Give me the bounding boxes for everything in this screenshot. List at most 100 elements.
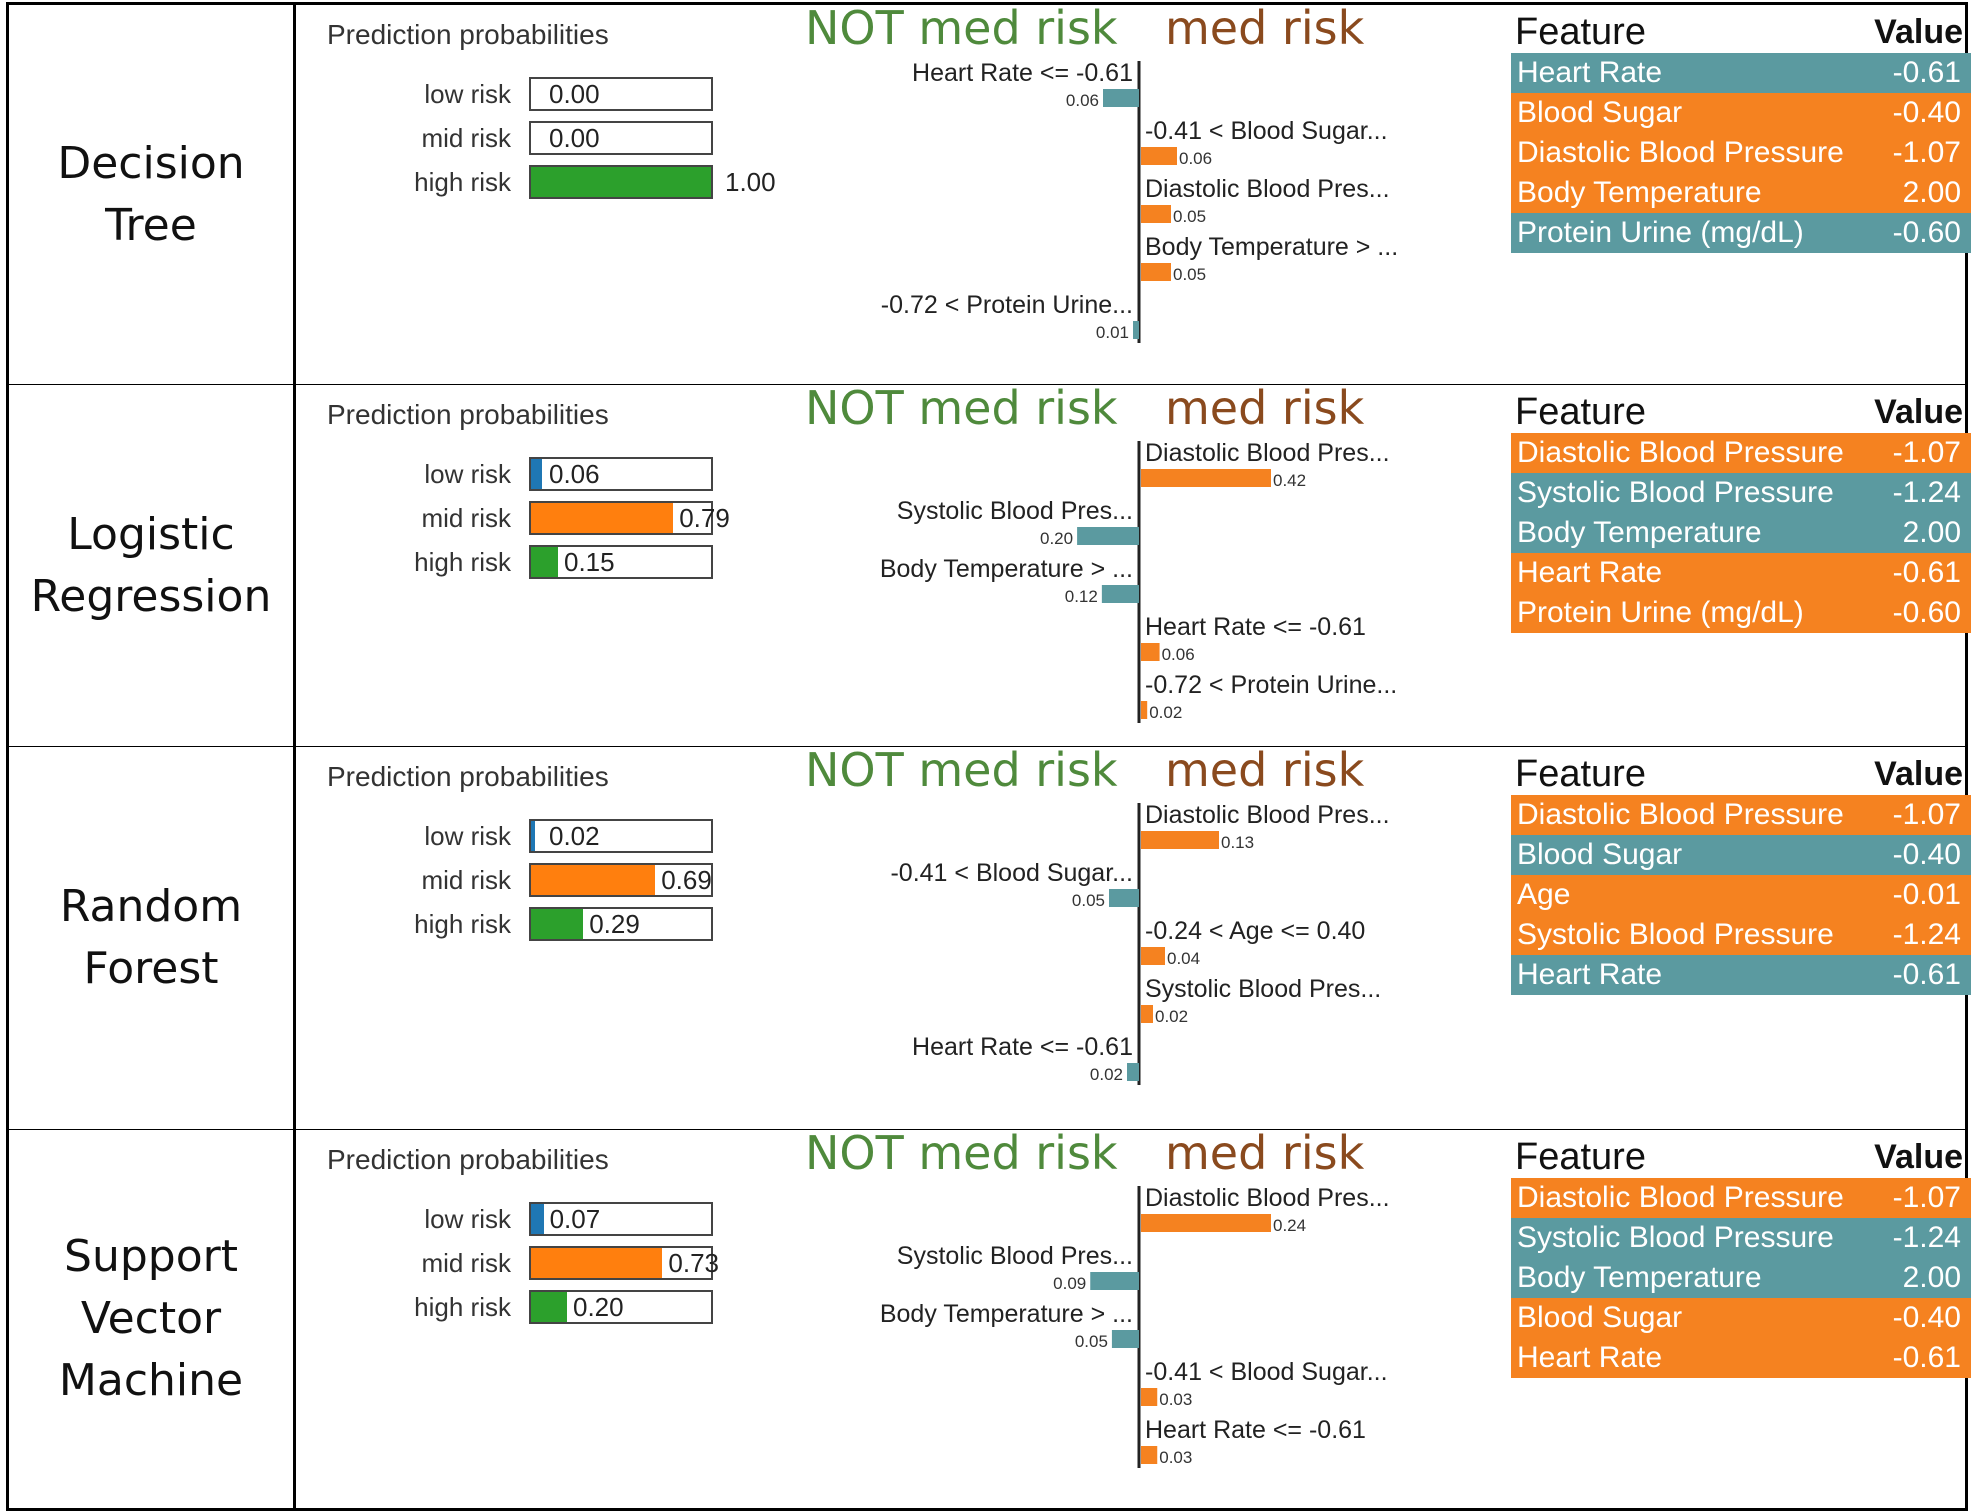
explanation-weight-label: 0.05: [1173, 207, 1206, 226]
explanation-feature-label: Heart Rate <= -0.61: [1145, 613, 1366, 641]
feature-name: Diastolic Blood Pressure: [1517, 136, 1844, 169]
class-label-med-risk: med risk: [1165, 743, 1365, 797]
feature-name: Systolic Blood Pressure: [1517, 1221, 1834, 1254]
explanation-bar: [1141, 701, 1148, 719]
explanation-feature-label: Diastolic Blood Pres...: [1145, 439, 1390, 467]
explanation-bar: [1127, 1063, 1139, 1081]
probability-value: 0.06: [549, 459, 600, 489]
explanation-bar: [1141, 1446, 1158, 1464]
feature-table-row: Blood Sugar-0.40: [1511, 835, 1971, 875]
explanation-feature-label: Heart Rate <= -0.61: [1145, 1416, 1366, 1444]
explanation-feature-label: -0.41 < Blood Sugar...: [890, 859, 1133, 887]
probability-bar: [529, 121, 713, 155]
feature-table-row: Blood Sugar-0.40: [1511, 1298, 1971, 1338]
probability-bar-fill: [531, 909, 584, 939]
explanation-feature-label: Body Temperature > ...: [880, 1300, 1133, 1328]
feature-table-row: Systolic Blood Pressure-1.24: [1511, 473, 1971, 513]
value-column-header: Value: [1874, 13, 1963, 51]
feature-table-row: Protein Urine (mg/dL)-0.60: [1511, 593, 1971, 633]
feature-value: -1.07: [1892, 136, 1961, 169]
explanation-weight-label: 0.05: [1072, 891, 1105, 910]
explanation-bar: [1141, 1214, 1271, 1232]
feature-value: -0.40: [1892, 838, 1961, 871]
feature-value: -0.61: [1892, 56, 1961, 89]
class-label-not-med-risk: NOT med risk: [805, 381, 1118, 435]
prediction-probabilities-title: Prediction probabilities: [327, 19, 609, 50]
feature-name: Protein Urine (mg/dL): [1517, 216, 1804, 249]
probability-bar: [529, 165, 713, 199]
explanation-feature-label: Diastolic Blood Pres...: [1145, 175, 1390, 203]
explanation-feature-label: Systolic Blood Pres...: [1145, 975, 1381, 1003]
probability-class-label: low risk: [424, 79, 511, 109]
feature-name: Diastolic Blood Pressure: [1517, 798, 1844, 831]
probability-bar-fill: [531, 821, 535, 851]
explanation-weight-label: 0.09: [1053, 1274, 1086, 1293]
explanation-feature-label: Systolic Blood Pres...: [897, 1242, 1133, 1270]
feature-table-row: Heart Rate-0.61: [1511, 53, 1971, 93]
feature-name: Blood Sugar: [1517, 96, 1683, 129]
feature-name: Heart Rate: [1517, 556, 1663, 589]
probability-class-label: high risk: [414, 167, 511, 197]
probability-class-label: low risk: [424, 821, 511, 851]
explanation-feature-label: -0.41 < Blood Sugar...: [1145, 1358, 1388, 1386]
explanation-bar: [1109, 889, 1139, 907]
value-column-header: Value: [1874, 755, 1963, 793]
explanation-feature-label: Systolic Blood Pres...: [897, 497, 1133, 525]
feature-value: -0.61: [1892, 1341, 1961, 1374]
explanation-weight-label: 0.12: [1065, 587, 1098, 606]
explanation-feature-label: Heart Rate <= -0.61: [912, 1033, 1133, 1061]
feature-name: Systolic Blood Pressure: [1517, 476, 1834, 509]
explanation-bar: [1141, 947, 1165, 965]
probability-bar-fill: [531, 503, 674, 533]
feature-table-row: Diastolic Blood Pressure-1.07: [1511, 433, 1971, 473]
explanation-bar: [1141, 469, 1271, 487]
prediction-probabilities-title: Prediction probabilities: [327, 761, 609, 792]
class-label-not-med-risk: NOT med risk: [805, 1, 1118, 55]
feature-value: -0.01: [1892, 878, 1961, 911]
lime-explanation-chart: Heart Rate <= -0.610.06-0.41 < Blood Sug…: [881, 59, 1398, 343]
class-label-med-risk: med risk: [1165, 1126, 1365, 1180]
feature-value: -0.61: [1892, 556, 1961, 589]
probability-bar-fill: [531, 1248, 663, 1278]
probability-value: 0.15: [564, 547, 615, 577]
explanation-weight-label: 0.03: [1159, 1390, 1192, 1409]
explanation-bar: [1141, 1005, 1153, 1023]
feature-table-row: Systolic Blood Pressure-1.24: [1511, 915, 1971, 955]
feature-table-header: Feature Value: [1511, 391, 1971, 433]
explanation-weight-label: 0.05: [1075, 1332, 1108, 1351]
feature-table-row: Blood Sugar-0.40: [1511, 93, 1971, 133]
feature-name: Age: [1517, 878, 1571, 911]
value-column-header: Value: [1874, 393, 1963, 431]
feature-table-row: Heart Rate-0.61: [1511, 955, 1971, 995]
probability-class-label: low risk: [424, 1204, 511, 1234]
model-name: Logistic Regression: [30, 508, 272, 622]
feature-column-header: Feature: [1515, 753, 1646, 795]
probability-value: 0.07: [549, 1204, 601, 1234]
feature-table-row: Age -0.01: [1511, 875, 1971, 915]
feature-table-row: Heart Rate-0.61: [1511, 1338, 1971, 1378]
probability-class-label: mid risk: [421, 865, 511, 895]
probability-value: 0.00: [549, 79, 600, 109]
feature-value: 2.00: [1902, 1261, 1961, 1294]
feature-value: 2.00: [1902, 516, 1961, 549]
explanation-bar: [1141, 643, 1160, 661]
class-label-not-med-risk: NOT med risk: [805, 1126, 1118, 1180]
explanation-weight-label: 0.05: [1173, 265, 1206, 284]
probability-bar-fill: [531, 1204, 544, 1234]
feature-value: -0.60: [1892, 216, 1961, 249]
explanation-bar: [1141, 147, 1177, 165]
probability-class-label: mid risk: [421, 503, 511, 533]
feature-name: Heart Rate: [1517, 958, 1663, 991]
feature-column-header: Feature: [1515, 391, 1646, 433]
explanation-bar: [1141, 1388, 1158, 1406]
feature-value: -0.40: [1892, 1301, 1961, 1334]
probability-class-label: mid risk: [421, 1248, 511, 1278]
feature-column-header: Feature: [1515, 1136, 1646, 1178]
probability-value: 0.20: [573, 1292, 624, 1322]
explanation-feature-label: Body Temperature > ...: [880, 555, 1133, 583]
explanation-weight-label: 0.24: [1273, 1216, 1306, 1235]
probability-bar: [529, 1290, 713, 1324]
